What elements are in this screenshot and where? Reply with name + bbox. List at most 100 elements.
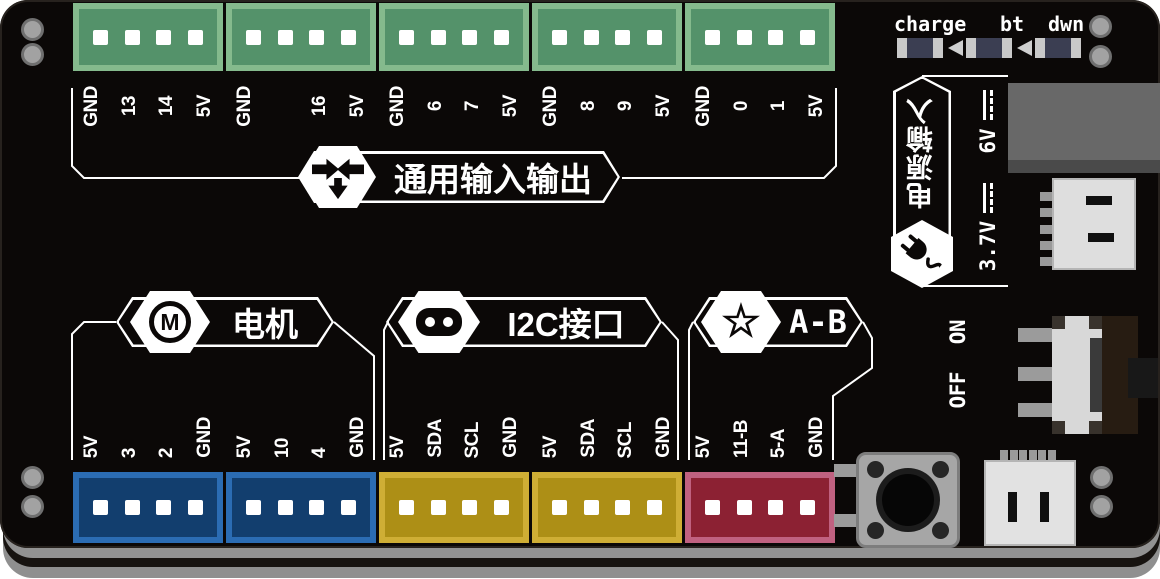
motor-m-icon: M	[149, 301, 191, 343]
pin-label: 2	[156, 447, 178, 458]
battery-connector[interactable]	[1052, 178, 1136, 270]
gpio-banner: 通用输入输出	[298, 146, 620, 208]
i2c-terminal-block	[532, 472, 682, 543]
pin-label: 5V	[652, 94, 674, 118]
gpio-banner-label: 通用输入输出	[394, 161, 592, 198]
gpio-pin-labels: GND 8 9 5V	[532, 78, 682, 134]
gpio-terminal-block	[379, 3, 529, 71]
pin-label: GND	[81, 85, 103, 127]
switch-track	[1090, 338, 1102, 412]
pin-label: SCL	[462, 421, 484, 459]
motor-pin-labels: 5V 10 4 GND	[226, 398, 376, 458]
pin-label: 11-B	[730, 419, 752, 458]
pin-label: 5-A	[768, 428, 790, 458]
switch-knob[interactable]	[1128, 358, 1158, 398]
pin-label: 7	[462, 100, 484, 112]
connector-pins	[1000, 450, 1056, 460]
pin-label: 5V	[81, 435, 103, 458]
charge-led	[897, 38, 943, 58]
power-banner-label: 电源输入	[906, 97, 937, 209]
pin-label: 10	[271, 437, 293, 458]
gpio-arrows-icon	[312, 158, 364, 200]
i2c-pin-labels: 5V SDA SCL GND	[532, 398, 682, 458]
button-leg	[834, 464, 858, 477]
i2c-connector-icon	[416, 308, 462, 336]
connector-slot	[1008, 492, 1017, 522]
motor-badge: M	[130, 291, 210, 353]
bt-led	[966, 38, 1012, 58]
mounting-hole	[21, 18, 44, 41]
mounting-hole	[1090, 495, 1113, 518]
pin-label: GND	[499, 417, 521, 458]
motor-terminal-block	[226, 472, 376, 543]
connector-slot	[1086, 196, 1112, 205]
pin-label: 1	[768, 100, 790, 112]
mounting-hole	[1089, 45, 1112, 68]
pcb-board	[0, 0, 1160, 548]
plug-icon	[900, 234, 943, 275]
i2c-banner: I2C接口	[386, 291, 662, 353]
i2c-pin-labels: 5V SDA SCL GND	[379, 398, 529, 458]
switch-on-label: ON	[946, 320, 970, 345]
i2c-banner-label: I2C接口	[507, 306, 625, 343]
pin-label: 4	[309, 447, 331, 458]
connector-pins	[1040, 192, 1053, 266]
gpio-terminal-block	[226, 3, 376, 71]
pin-label: 5V	[540, 435, 562, 458]
ab-terminal-block	[685, 472, 835, 543]
pin-label: GND	[234, 85, 256, 127]
pin-label: GND	[346, 417, 368, 458]
gpio-pin-labels: GND 0 1 5V	[685, 78, 835, 134]
ab-banner: ☆ A-B	[693, 291, 863, 353]
dwn-label: dwn	[1048, 12, 1085, 36]
pin-label: GND	[805, 417, 827, 458]
pin-label: 14	[156, 95, 178, 117]
pin-label: GND	[693, 85, 715, 127]
pin-label: 5V	[499, 94, 521, 118]
gpio-terminal-block	[73, 3, 223, 71]
pin-label: 6	[424, 100, 446, 112]
switch-off-label: OFF	[946, 372, 970, 409]
pin-label: 16	[309, 95, 331, 117]
button-cap[interactable]	[876, 468, 940, 532]
charge-label: charge	[894, 12, 967, 36]
pin-label: 5V	[387, 435, 409, 458]
pin-label: 0	[730, 100, 752, 112]
mounting-hole	[1089, 15, 1112, 38]
switch-leg	[1018, 328, 1054, 342]
pin-label: 5V	[805, 94, 827, 118]
motor-terminal-block	[73, 472, 223, 543]
dc-symbol-icon	[983, 90, 993, 121]
motor-pin-labels: 5V 3 2 GND	[73, 398, 223, 458]
push-button[interactable]	[856, 452, 960, 548]
dwn-led	[1035, 38, 1081, 58]
pin-label: GND	[193, 417, 215, 458]
pin-label: GND	[652, 417, 674, 458]
arrow-left-icon	[1017, 40, 1032, 56]
i2c-terminal-block	[379, 472, 529, 543]
button-leg	[834, 514, 858, 527]
pin-label: 3	[118, 447, 140, 458]
pin-label: 9	[615, 100, 637, 112]
connector-slot	[1040, 492, 1049, 522]
pin-label: SDA	[577, 419, 599, 458]
mounting-hole	[21, 495, 44, 518]
power-3v7-label: 3.7V	[968, 167, 1008, 287]
pin-label: 13	[118, 95, 140, 117]
pin-label: SCL	[615, 421, 637, 459]
dc-power-jack[interactable]	[1008, 83, 1160, 173]
motor-banner-label: 电机	[232, 306, 298, 343]
bt-label: bt	[1000, 12, 1025, 36]
bottom-connector[interactable]	[984, 460, 1076, 546]
mounting-hole	[21, 43, 44, 66]
pin-label: 8	[577, 100, 599, 112]
pin-label: GND	[387, 85, 409, 127]
gpio-pin-labels: GND 16 5V	[226, 78, 376, 134]
gpio-pin-labels: GND 13 14 5V	[73, 78, 223, 134]
switch-leg	[1018, 403, 1054, 417]
ab-pin-labels: 5V 11-B 5-A GND	[685, 398, 835, 458]
gpio-terminal-block	[532, 3, 682, 71]
ab-banner-label: A-B	[789, 303, 847, 341]
